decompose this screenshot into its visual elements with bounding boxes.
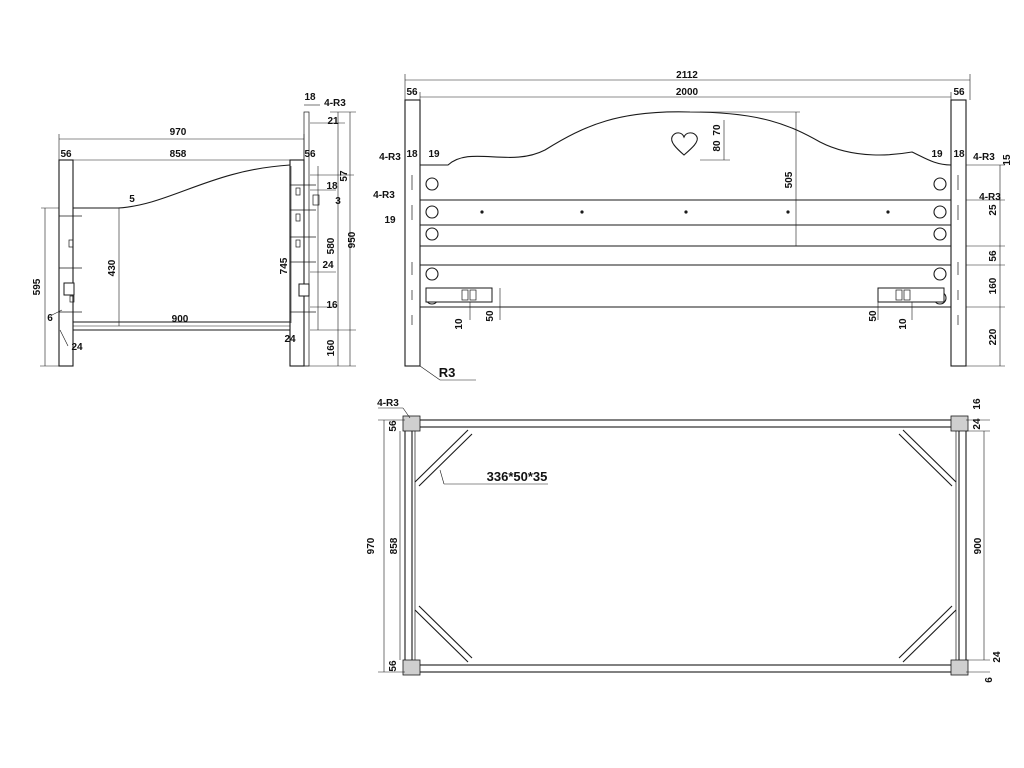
front-dim-18-right: 18 <box>953 149 965 160</box>
front-dim-19-left-top: 19 <box>428 149 440 160</box>
top-dim-900: 900 <box>973 537 984 554</box>
top-corner-tl <box>402 415 421 432</box>
front-dimensions <box>404 74 1005 381</box>
front-dim-56-left: 56 <box>406 87 418 98</box>
front-dim-50-left: 50 <box>485 310 496 322</box>
top-dimensions <box>378 407 990 673</box>
top-dim-16: 16 <box>972 398 983 410</box>
front-view: 2112 2000 56 56 70 80 505 4-R3 18 19 4-R… <box>373 70 1013 381</box>
side-dim-970: 970 <box>170 127 187 138</box>
top-dim-24-bottom: 24 <box>992 651 1003 663</box>
side-view: 970 858 56 56 900 430 595 5 6 24 24 4-R3… <box>32 92 358 367</box>
side-dim-24-right: 24 <box>284 334 296 345</box>
side-dim-580: 580 <box>326 237 337 254</box>
front-dim-19-left-mid: 19 <box>384 215 396 226</box>
side-dim-24: 24 <box>322 260 334 271</box>
side-dim-430: 430 <box>107 259 118 276</box>
side-dim-6: 6 <box>47 313 53 324</box>
front-dim-56-right: 56 <box>953 87 965 98</box>
front-bracket-right <box>877 287 945 303</box>
front-dim-10-left: 10 <box>454 318 465 330</box>
top-dim-858: 858 <box>389 537 400 554</box>
top-outer-frame <box>404 419 967 673</box>
front-dim-19-right: 19 <box>931 149 943 160</box>
side-dim-24-left: 24 <box>71 342 83 353</box>
side-dim-5: 5 <box>129 194 135 205</box>
front-dim-15: 15 <box>1002 154 1013 166</box>
side-left-post <box>58 159 74 367</box>
side-dim-16: 16 <box>326 300 338 311</box>
heart-cutout <box>671 132 698 156</box>
top-dim-6: 6 <box>984 677 995 683</box>
side-dimensions <box>40 104 356 367</box>
front-left-post <box>404 99 421 367</box>
top-corner-br <box>950 659 969 676</box>
top-inner-frame <box>411 426 960 666</box>
side-curve <box>73 164 291 209</box>
front-dim-505: 505 <box>784 171 795 188</box>
front-dim-50-right: 50 <box>868 310 879 322</box>
side-dim-3: 3 <box>335 196 341 207</box>
side-dim-745: 745 <box>279 257 290 274</box>
top-dim-24-top: 24 <box>972 418 983 430</box>
front-dim-4r3-left-top: 4-R3 <box>379 152 401 163</box>
top-dim-56-bottom: 56 <box>388 660 399 672</box>
side-dim-18-right: 18 <box>326 181 338 192</box>
top-dim-4r3: 4-R3 <box>377 398 399 409</box>
front-dim-4r3-right-top: 4-R3 <box>973 152 995 163</box>
top-dim-56-top: 56 <box>388 420 399 432</box>
side-dim-950: 950 <box>347 231 358 248</box>
side-dim-21: 21 <box>327 116 339 127</box>
side-dim-858: 858 <box>170 149 187 160</box>
front-dim-2000: 2000 <box>676 87 699 98</box>
side-dim-18-top: 18 <box>304 92 316 103</box>
top-view: 4-R3 56 56 970 858 336*50*35 900 16 24 2… <box>366 398 1003 683</box>
front-rail-dots <box>480 210 890 214</box>
front-dim-10-right: 10 <box>898 318 909 330</box>
front-dim-25: 25 <box>988 204 999 216</box>
front-arch <box>420 111 952 166</box>
top-corner-tr <box>950 415 969 432</box>
front-dim-18-left: 18 <box>406 149 418 160</box>
front-dim-56-rail: 56 <box>988 250 999 262</box>
side-dim-4r3: 4-R3 <box>324 98 346 109</box>
front-dim-r3: R3 <box>439 365 456 380</box>
front-dim-2112: 2112 <box>676 70 698 81</box>
side-dim-56-left: 56 <box>60 149 72 160</box>
side-dim-900: 900 <box>172 314 189 325</box>
front-dim-4r3-left-mid: 4-R3 <box>373 190 395 201</box>
top-braces <box>414 429 957 663</box>
front-post-marks <box>411 175 959 325</box>
side-dim-56-right: 56 <box>304 149 316 160</box>
front-dim-220: 220 <box>988 328 999 345</box>
front-bracket-left <box>425 287 493 303</box>
top-dim-970: 970 <box>366 537 377 554</box>
front-dim-4r3-right-mid: 4-R3 <box>979 192 1001 203</box>
side-right-slots <box>290 184 320 313</box>
front-left-holes <box>425 177 439 305</box>
top-brace-label: 336*50*35 <box>487 469 548 484</box>
front-right-holes <box>933 177 947 305</box>
front-dim-160: 160 <box>988 277 999 294</box>
top-corner-bl <box>402 659 421 676</box>
front-dim-70: 70 <box>712 124 723 136</box>
side-dim-57: 57 <box>339 170 350 182</box>
side-dim-595: 595 <box>32 278 43 295</box>
front-dim-80: 80 <box>712 140 723 152</box>
front-right-post <box>950 99 967 367</box>
side-dim-160: 160 <box>326 339 337 356</box>
side-left-slots <box>59 215 82 313</box>
